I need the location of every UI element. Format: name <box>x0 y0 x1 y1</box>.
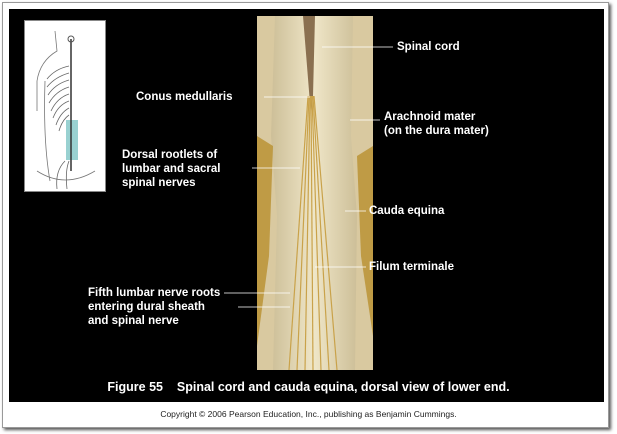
copyright-notice: Copyright © 2006 Pearson Education, Inc.… <box>160 409 457 419</box>
label-spinal-cord: Spinal cord <box>397 41 460 53</box>
label-cauda-equina: Cauda equina <box>369 205 445 217</box>
spine-diagram-icon <box>36 30 96 190</box>
label-line: spinal nerves <box>122 177 196 189</box>
label-arachnoid-mater: Arachnoid mater (on the dura mater) <box>384 110 489 138</box>
body-orientation-inset <box>24 20 106 192</box>
spinal-cord-photo <box>257 16 373 370</box>
figure-caption: Figure 55 Spinal cord and cauda equina, … <box>107 380 510 394</box>
label-line: Dorsal rootlets of <box>122 149 218 161</box>
label-line: and spinal nerve <box>88 315 179 327</box>
label-line: Fifth lumbar nerve roots <box>88 287 221 299</box>
label-line: Arachnoid mater <box>384 111 476 123</box>
label-line: lumbar and sacral <box>122 163 221 175</box>
label-dorsal-rootlets: Dorsal rootlets of lumbar and sacral spina… <box>122 148 220 190</box>
label-filum-terminale: Filum terminale <box>369 261 454 273</box>
label-line: (on the dura mater) <box>384 125 489 137</box>
label-line: entering dural sheath <box>88 301 205 313</box>
label-conus-medullaris: Conus medullaris <box>136 91 233 103</box>
label-fifth-lumbar-nerve-roots: Fifth lumbar nerve roots entering dural s… <box>88 286 220 328</box>
